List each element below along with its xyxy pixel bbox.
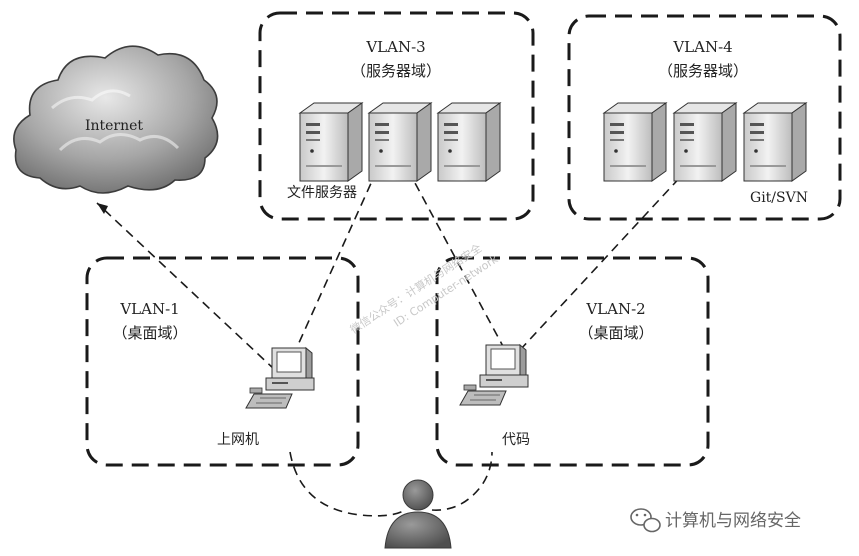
link-pc-file-server	[292, 169, 378, 357]
git-svn-server-icon	[743, 102, 807, 182]
wechat-icon	[630, 508, 661, 533]
internet-pc-label: 上网机	[217, 432, 259, 448]
watermark: 微信公众号：计算机与网络安全 ID: Computer-network	[347, 241, 500, 337]
link-code-git-svn	[519, 171, 686, 351]
internet-label: Internet	[85, 118, 143, 134]
vlan2-title: VLAN-2	[585, 300, 645, 318]
vlan2-domain: （桌面域）	[578, 324, 653, 342]
code-pc-icon	[459, 344, 529, 406]
code-pc-label: 代码	[502, 432, 530, 448]
vlan1-zone	[85, 256, 360, 467]
server-icon	[368, 102, 432, 182]
vlan3-title: VLAN-3	[365, 38, 425, 56]
internet-pc-icon	[245, 347, 315, 409]
vlan3-zone	[258, 11, 535, 221]
link-user-left	[289, 451, 406, 517]
server-icon	[603, 102, 667, 182]
git-svn-label: Git/SVN	[750, 190, 808, 206]
arrow-head-internet	[97, 203, 108, 214]
server-icon	[437, 102, 501, 182]
link-user-right	[431, 451, 493, 511]
vlan2-zone	[435, 256, 710, 467]
vlan4-zone	[567, 14, 842, 221]
vlan4-domain: （服务器域）	[658, 62, 748, 80]
internet-cloud-icon	[13, 45, 219, 194]
server-icon	[673, 102, 737, 182]
link-pc-internet	[96, 202, 276, 371]
user-icon	[384, 479, 452, 549]
svg-text:微信公众号：计算机与网络安全: 微信公众号：计算机与网络安全	[347, 241, 484, 337]
vlan1-title: VLAN-1	[119, 300, 179, 318]
file-server-icon	[299, 102, 363, 182]
vlan3-domain: （服务器域）	[351, 62, 441, 80]
brand-text: 计算机与网络安全	[665, 511, 801, 531]
link-code-pc-server	[407, 169, 506, 351]
vlan1-domain: （桌面域）	[112, 324, 187, 342]
vlan4-title: VLAN-4	[672, 38, 732, 56]
file-server-label: 文件服务器	[287, 185, 357, 201]
